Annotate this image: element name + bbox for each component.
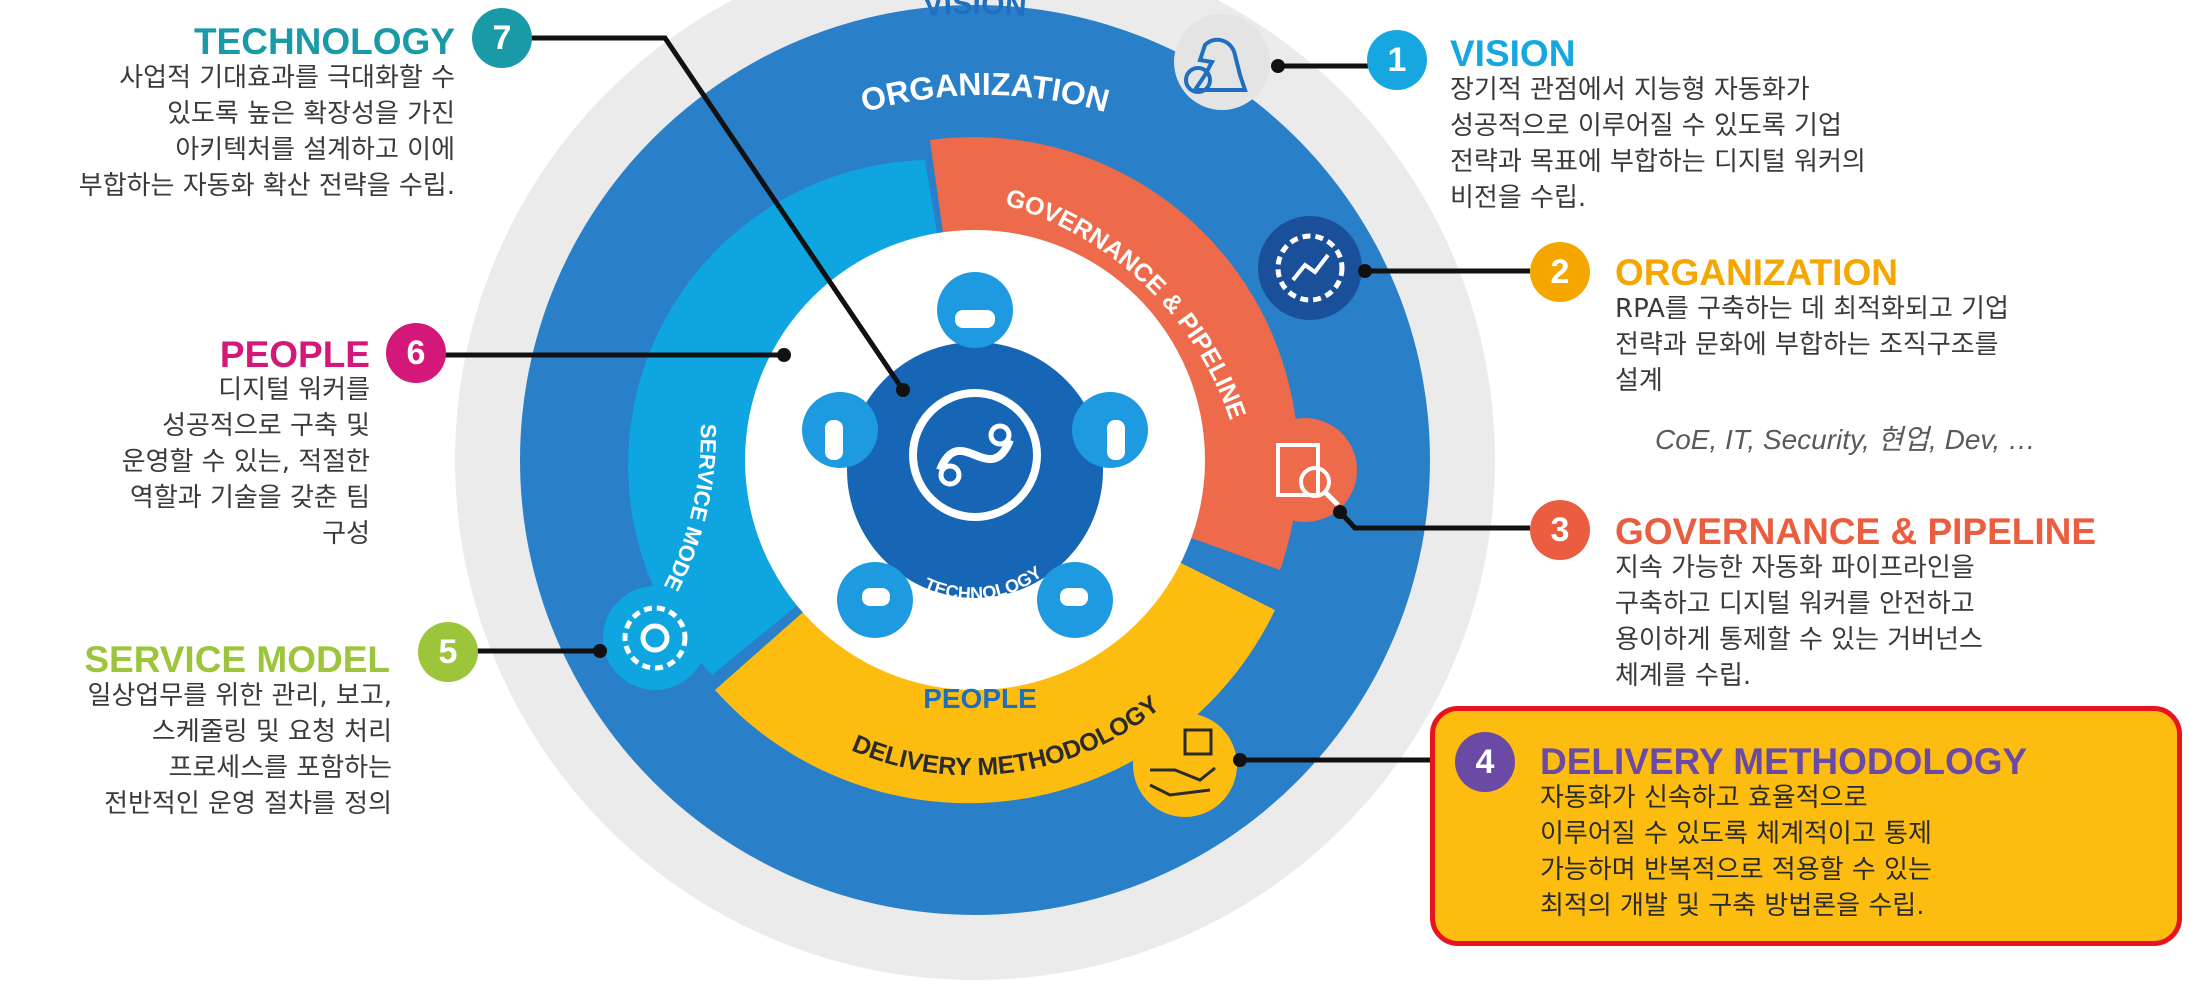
hand-box-icon (1133, 713, 1237, 817)
vision-title: VISION (1450, 33, 1576, 74)
delivery-highlight-box (1430, 706, 2182, 946)
ring-label-vision: VISION (922, 0, 1028, 23)
document-search-icon (1253, 418, 1357, 522)
delivery-title: DELIVERY METHODOLOGY (1540, 741, 2028, 782)
delivery-description: 자동화가 신속하고 효율적으로 이루어질 수 있도록 체계적이고 통제 가능하며… (1540, 783, 1932, 921)
organization-description: RPA를 구축하는 데 최적화되고 기업 전략과 문화에 부합하는 조직구조를 … (1615, 294, 2009, 396)
governance-number-badge: 3 (1530, 500, 1590, 560)
center-label-people: PEOPLE (923, 683, 1037, 714)
organization-title: ORGANIZATION (1615, 252, 1898, 293)
technology-number-badge: 7 (472, 8, 532, 68)
vision-number-badge: 1 (1367, 30, 1427, 90)
gear-chart-icon (1258, 216, 1362, 320)
technology-description: 사업적 기대효과를 극대화할 수 있도록 높은 확장성을 가진 아키텍처를 설계… (78, 63, 455, 201)
service-model-number-badge: 5 (418, 622, 478, 682)
organization-roles-note: CoE, IT, Security, 현업, Dev, … (1655, 424, 2036, 455)
connector-lines (430, 35, 1530, 763)
people-number-badge: 6 (386, 323, 446, 383)
vision-description: 장기적 관점에서 지능형 자동화가 성공적으로 이루어질 수 있도록 기업 전략… (1450, 75, 1866, 213)
technology-title: TECHNOLOGY (193, 21, 455, 62)
organization-number-badge: 2 (1530, 242, 1590, 302)
technology-core (847, 342, 1103, 598)
people-title: PEOPLE (219, 334, 370, 375)
governance-description: 지속 가능한 자동화 파이프라인을 구축하고 디지털 워커를 안전하고 용이하게… (1615, 553, 1983, 691)
governance-title: GOVERNANCE & PIPELINE (1615, 511, 2097, 552)
chess-knight-icon (1174, 14, 1270, 110)
service-model-description: 일상업무를 위한 관리, 보고, 스케줄링 및 요청 처리 프로세스를 포함하는… (87, 681, 392, 819)
technology-logo-icon (909, 389, 1041, 521)
service-model-title: SERVICE MODEL (84, 639, 390, 680)
delivery-number-badge: 4 (1455, 732, 1515, 792)
gear-cycle-icon (603, 586, 707, 690)
people-description: 디지털 워커를 성공적으로 구축 및 운영할 수 있는, 적절한 역할과 기술을… (121, 375, 370, 549)
